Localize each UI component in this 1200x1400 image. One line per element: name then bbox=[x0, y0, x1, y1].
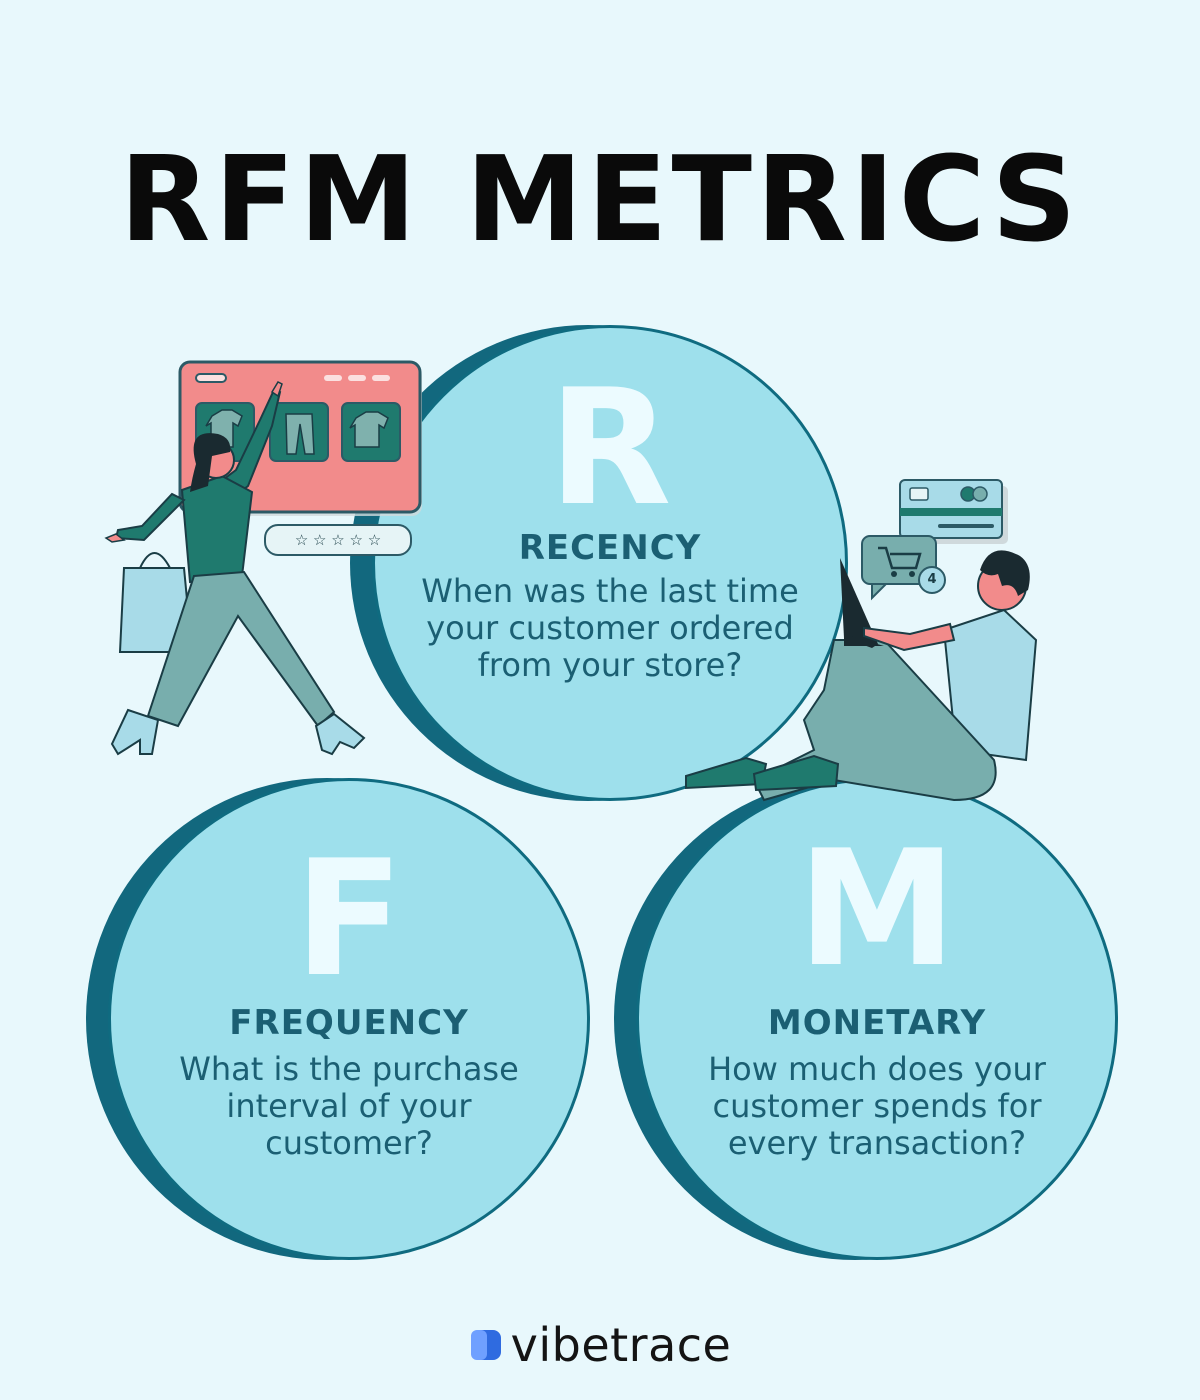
woman-shopper-illustration bbox=[104, 381, 366, 756]
monetary-desc-line2: customer spends for bbox=[712, 1087, 1042, 1125]
recency-desc-line2: your customer ordered bbox=[426, 609, 794, 647]
cart-count-badge: 4 bbox=[918, 566, 946, 594]
recency-letter: R bbox=[548, 354, 672, 541]
page-title: RFM METRICS bbox=[119, 130, 1081, 268]
brand-name: vibetrace bbox=[510, 1318, 732, 1372]
monetary-letter: M bbox=[797, 815, 957, 1002]
monetary-label: MONETARY bbox=[767, 1003, 987, 1043]
brand-logo: vibetrace bbox=[0, 1318, 1200, 1372]
recency-label: RECENCY bbox=[518, 528, 702, 568]
frequency-label: FREQUENCY bbox=[229, 1003, 469, 1043]
frequency-description: What is the purchase interval of your cu… bbox=[111, 1051, 587, 1162]
recency-desc-line3: from your store? bbox=[477, 646, 743, 684]
recency-circle: R RECENCY When was the last time your cu… bbox=[372, 325, 848, 801]
recency-description: When was the last time your customer ord… bbox=[375, 573, 845, 684]
monetary-desc-line1: How much does your bbox=[708, 1050, 1046, 1088]
man-laptop-illustration bbox=[685, 550, 1038, 802]
cart-bubble-illustration bbox=[861, 535, 937, 601]
frequency-desc-line3: customer? bbox=[265, 1124, 433, 1162]
recency-desc-line1: When was the last time bbox=[421, 572, 799, 610]
rating-stars: ☆ ☆ ☆ ☆ ☆ bbox=[264, 524, 412, 556]
monetary-circle: M MONETARY How much does your customer s… bbox=[636, 778, 1118, 1260]
frequency-letter: F bbox=[294, 825, 404, 1012]
monetary-description: How much does your customer spends for e… bbox=[639, 1051, 1115, 1162]
frequency-circle: F FREQUENCY What is the purchase interva… bbox=[108, 778, 590, 1260]
credit-card-illustration bbox=[899, 479, 1008, 544]
vibetrace-logo-icon bbox=[470, 1330, 501, 1360]
frequency-desc-line1: What is the purchase bbox=[179, 1050, 519, 1088]
monetary-desc-line3: every transaction? bbox=[727, 1124, 1027, 1162]
frequency-desc-line2: interval of your bbox=[226, 1087, 472, 1125]
